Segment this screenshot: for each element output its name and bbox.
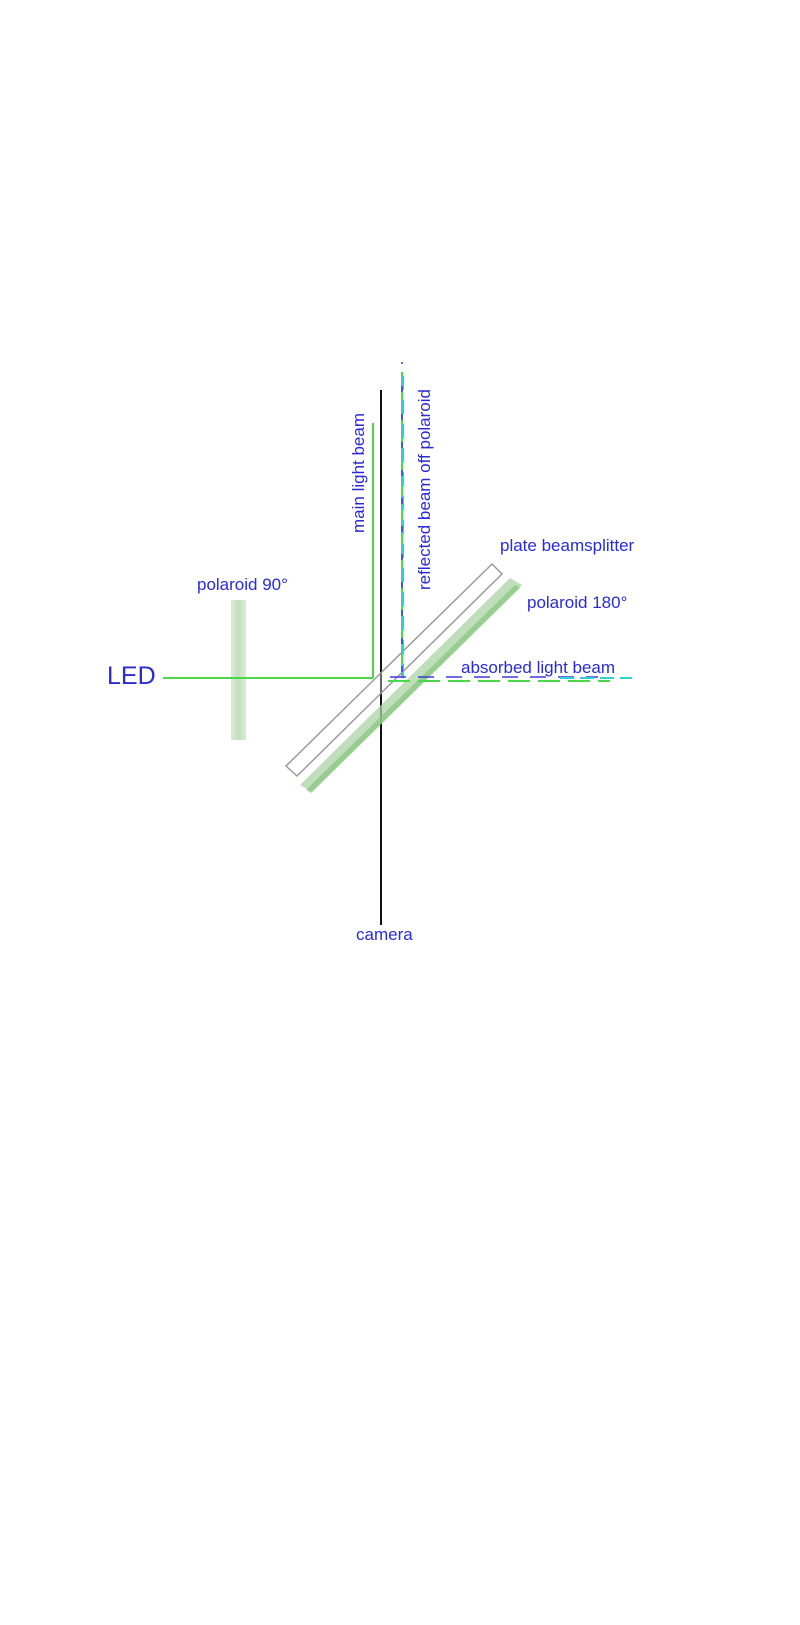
main-light-beam-label: main light beam bbox=[349, 413, 368, 533]
plate-beamsplitter bbox=[284, 562, 504, 778]
plate-beamsplitter-label: plate beamsplitter bbox=[500, 536, 635, 555]
led-label: LED bbox=[107, 662, 156, 690]
camera-label: camera bbox=[356, 925, 413, 944]
reflected-beam-label: reflected beam off polaroid bbox=[415, 389, 434, 590]
polaroid-90-filter bbox=[231, 600, 246, 740]
polaroid-90-label: polaroid 90° bbox=[197, 575, 288, 594]
absorbed-light-beam-label: absorbed light beam bbox=[461, 658, 615, 677]
polaroid-180-label: polaroid 180° bbox=[527, 593, 627, 612]
polaroid-180-filter bbox=[300, 578, 522, 792]
polaroid-180-filter-shadow bbox=[306, 585, 520, 793]
